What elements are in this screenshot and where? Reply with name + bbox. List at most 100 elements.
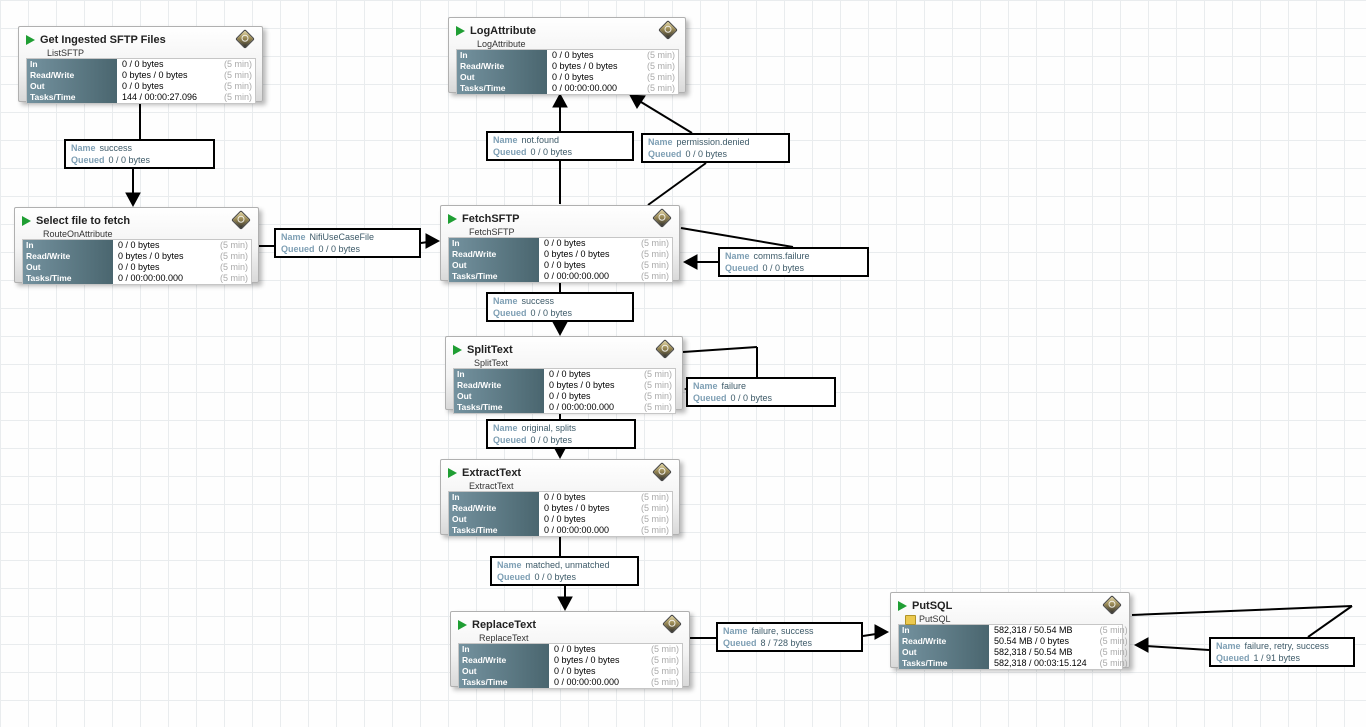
stat-label-out: Out (23, 262, 113, 273)
queued-key: Queued (281, 244, 315, 254)
stat-window: (5 min) (219, 273, 248, 283)
processor-header: FetchSFTP FetchSFTP (441, 206, 679, 237)
processor-name: FetchSFTP (462, 212, 520, 225)
stat-window: (5 min) (640, 260, 669, 270)
connection-queued: 0 / 0 bytes (530, 147, 573, 157)
stat-label-out: Out (454, 391, 544, 402)
processor-putsql[interactable]: PutSQL PutSQL In 582,318 / 50.54 MB (5 m… (890, 592, 1130, 670)
stat-value-taskstime: 0 / 00:00:00.000 (544, 271, 610, 281)
processor-type: ExtractText (469, 481, 514, 491)
name-key: Name (493, 135, 518, 145)
processor-extracttext[interactable]: ExtractText ExtractText In 0 / 0 bytes (… (440, 459, 680, 537)
stat-window: (5 min) (650, 644, 679, 654)
connection-line-listsftp-success[interactable] (125, 100, 141, 208)
processor-splittext[interactable]: SplitText SplitText In 0 / 0 bytes (5 mi… (445, 336, 683, 414)
processor-select-file-to-fetch[interactable]: Select file to fetch RouteOnAttribute In… (14, 207, 259, 285)
stat-value-out: 582,318 / 50.54 MB (994, 647, 1073, 657)
name-key: Name (648, 137, 673, 147)
processor-stats: In 582,318 / 50.54 MB (5 min) Read/Write… (898, 624, 1128, 670)
stat-label-taskstime: Tasks/Time (454, 402, 544, 413)
processor-stats: In 0 / 0 bytes (5 min) Read/Write 0 byte… (448, 237, 673, 283)
connection-name: success (99, 143, 133, 153)
stat-value-in: 0 / 0 bytes (544, 238, 586, 248)
processor-name: PutSQL (912, 599, 953, 612)
connection-line-failure-retry-success[interactable] (1131, 605, 1353, 653)
stat-window: (5 min) (640, 525, 669, 535)
stat-value-in: 0 / 0 bytes (554, 644, 596, 654)
stat-label-readwrite: Read/Write (454, 380, 544, 391)
stat-label-in: In (449, 492, 539, 503)
stat-window: (5 min) (219, 251, 248, 261)
name-key: Name (281, 232, 306, 242)
processor-chip-icon (652, 462, 672, 482)
stat-label-readwrite: Read/Write (23, 251, 113, 262)
connection-line-matched-unmatched[interactable] (557, 534, 573, 612)
processor-chip-icon (231, 210, 251, 230)
stat-value-in: 582,318 / 50.54 MB (994, 625, 1073, 635)
stat-value-taskstime: 582,318 / 00:03:15.124 (994, 658, 1087, 668)
processor-logattribute[interactable]: LogAttribute LogAttribute In 0 / 0 bytes… (448, 17, 686, 95)
connection-name: permission.denied (676, 137, 750, 147)
connection-line-failure-success[interactable] (690, 624, 890, 640)
name-key: Name (497, 560, 522, 570)
stat-window: (5 min) (1099, 647, 1128, 657)
connection-line-comms-failure[interactable] (680, 227, 794, 270)
processor-stats: In 0 / 0 bytes (5 min) Read/Write 0 byte… (22, 239, 252, 285)
stat-window: (5 min) (643, 391, 672, 401)
processor-fetchsftp[interactable]: FetchSFTP FetchSFTP In 0 / 0 bytes (5 mi… (440, 205, 680, 283)
processor-type: RouteOnAttribute (43, 229, 113, 239)
stat-label-out: Out (27, 81, 117, 92)
stat-label-readwrite: Read/Write (449, 249, 539, 260)
processor-name: Select file to fetch (36, 214, 131, 227)
connection-name: NifiUseCaseFile (309, 232, 375, 242)
stat-value-readwrite: 0 bytes / 0 bytes (552, 61, 618, 71)
stat-window: (5 min) (643, 369, 672, 379)
connection-line-permission-denied[interactable] (629, 94, 707, 206)
stat-window: (5 min) (223, 92, 252, 102)
connection-name: matched, unmatched (525, 560, 610, 570)
stat-label-out: Out (457, 72, 547, 83)
stat-window: (5 min) (640, 492, 669, 502)
stat-label-taskstime: Tasks/Time (459, 677, 549, 688)
processor-chip-icon (658, 20, 678, 40)
run-status-running-icon (22, 215, 31, 226)
stat-value-in: 0 / 0 bytes (552, 50, 594, 60)
stat-value-in: 0 / 0 bytes (118, 240, 160, 250)
connection-queued: 0 / 0 bytes (730, 393, 773, 403)
connection-line-nifiusecasefile[interactable] (259, 233, 441, 249)
stat-window: (5 min) (640, 249, 669, 259)
stat-value-taskstime: 0 / 00:00:00.000 (552, 83, 618, 93)
stat-window: (5 min) (646, 50, 675, 60)
stat-window: (5 min) (646, 61, 675, 71)
connection-name: original, splits (521, 423, 577, 433)
processor-chip-icon (655, 339, 675, 359)
processor-chip-icon (235, 29, 255, 49)
stat-window: (5 min) (219, 262, 248, 272)
connection-queued: 0 / 0 bytes (685, 149, 728, 159)
stat-value-taskstime: 0 / 00:00:00.000 (118, 273, 184, 283)
processor-get-ingested-sftp-files[interactable]: Get Ingested SFTP Files ListSFTP In 0 / … (18, 26, 263, 104)
processor-replacetext[interactable]: ReplaceText ReplaceText In 0 / 0 bytes (… (450, 611, 690, 689)
connection-name: failure, success (751, 626, 814, 636)
connection-name: failure, retry, success (1244, 641, 1329, 651)
